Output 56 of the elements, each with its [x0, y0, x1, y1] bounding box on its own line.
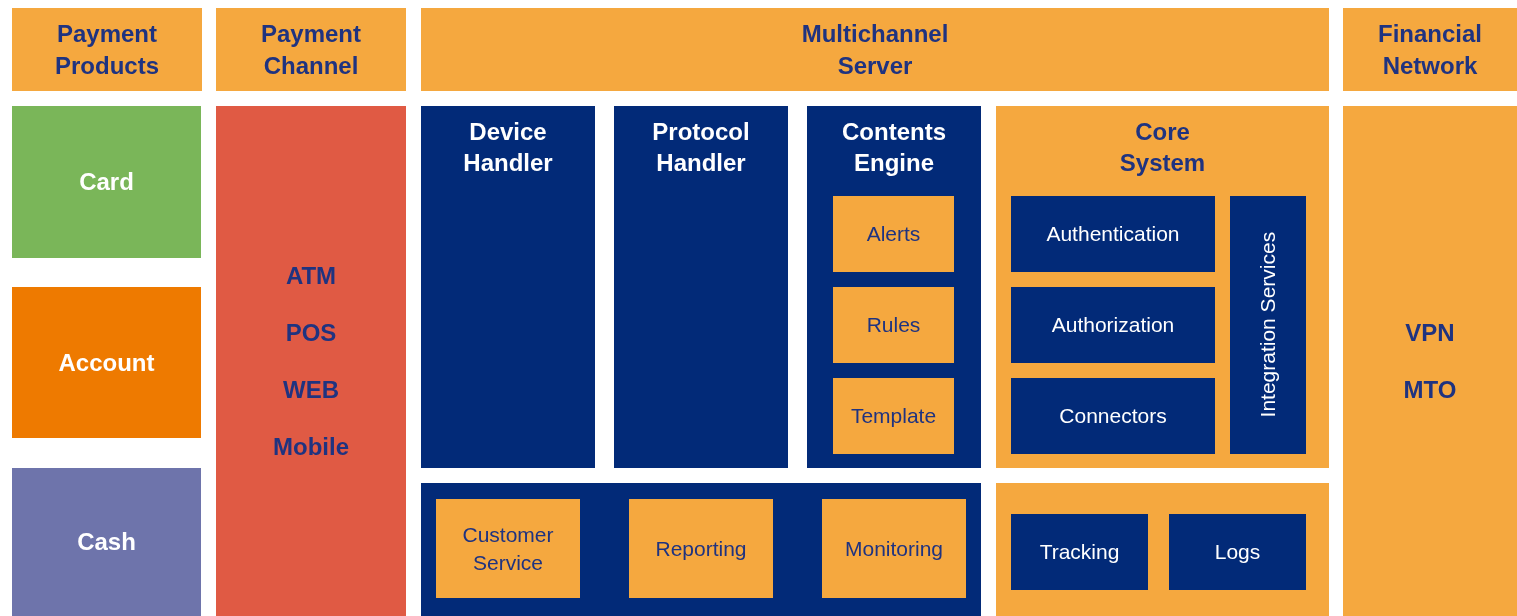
component-box [833, 287, 954, 363]
panel [996, 483, 1329, 616]
label: Reporting [654, 535, 748, 562]
module-box [807, 106, 981, 468]
label: POS [285, 317, 337, 348]
module-box [614, 106, 788, 468]
label: VPN [1405, 317, 1455, 348]
column-header [12, 8, 202, 91]
label: Tracking [1039, 539, 1120, 566]
heading: Protocol Handler [651, 117, 751, 179]
component-box [436, 499, 580, 598]
label: Logs [1214, 539, 1261, 566]
component-box [1011, 378, 1215, 454]
label: Card [79, 167, 134, 198]
product-box [12, 468, 201, 616]
label: Template [849, 403, 938, 430]
product-box [12, 287, 201, 438]
column-header [421, 8, 1329, 91]
component-box [1169, 514, 1306, 590]
heading: Core System [1118, 117, 1207, 179]
component-box [1011, 196, 1215, 272]
label: MTO [1403, 375, 1457, 405]
heading: Device Handler [462, 117, 554, 179]
label: Rules [865, 312, 922, 339]
label: ATM [285, 260, 337, 291]
label: Integration Services [1255, 232, 1281, 418]
label: Account [58, 347, 155, 378]
channel-panel [216, 106, 406, 616]
label: WEB [283, 375, 339, 405]
label: Connectors [1059, 403, 1167, 430]
heading: Payment Products [54, 19, 160, 81]
column-header [216, 8, 406, 91]
label: Alerts [865, 221, 922, 248]
panel [421, 483, 981, 616]
heading: Contents Engine [841, 117, 947, 179]
label: Monitoring [843, 535, 945, 562]
product-box [12, 106, 201, 258]
label: Authentication [1046, 221, 1180, 248]
channel-panel [1343, 106, 1517, 616]
component-box [1230, 196, 1306, 454]
component-box [833, 378, 954, 454]
label: Customer Service [461, 522, 555, 576]
component-box [1011, 514, 1148, 590]
heading: Multichannel Server [800, 19, 950, 81]
label: Cash [77, 527, 136, 558]
component-box [833, 196, 954, 272]
module-box [996, 106, 1329, 468]
module-box [421, 106, 595, 468]
component-box [629, 499, 773, 598]
column-header [1343, 8, 1517, 91]
heading: Financial Network [1377, 19, 1483, 81]
component-box [1011, 287, 1215, 363]
heading: Payment Channel [259, 19, 362, 81]
label: Authorization [1051, 312, 1175, 339]
label: Mobile [273, 432, 349, 463]
component-box [822, 499, 966, 598]
